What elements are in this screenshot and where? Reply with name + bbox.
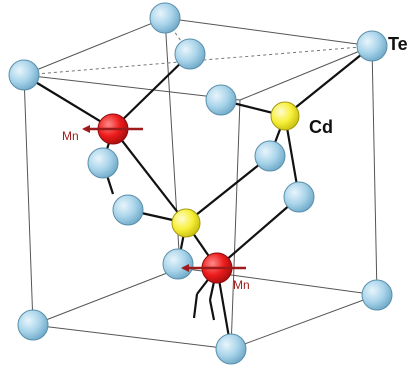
unit-cell-edges bbox=[23, 17, 378, 350]
te-atom bbox=[8, 59, 40, 91]
bond bbox=[208, 299, 216, 321]
bond bbox=[112, 53, 191, 130]
te-atom bbox=[254, 140, 286, 172]
bond bbox=[284, 45, 373, 117]
cell-edge bbox=[23, 74, 241, 101]
te-atom bbox=[283, 181, 315, 213]
cell-edge bbox=[23, 74, 34, 326]
cell-edge bbox=[32, 267, 181, 326]
cd-label: Cd bbox=[309, 117, 333, 137]
bond bbox=[216, 196, 300, 269]
cd-atoms bbox=[171, 101, 300, 238]
mn-label-right: Mn bbox=[233, 278, 250, 292]
te-atom bbox=[174, 38, 206, 70]
cd-atom bbox=[270, 101, 300, 131]
bonds bbox=[23, 45, 373, 350]
te-atom bbox=[205, 84, 237, 116]
te-atom bbox=[361, 279, 393, 311]
cell-edge bbox=[164, 17, 373, 47]
cell-edge bbox=[23, 17, 166, 76]
te-atom bbox=[87, 147, 119, 179]
mn-label-left: Mn bbox=[62, 129, 79, 143]
te-atom bbox=[356, 30, 388, 62]
bond bbox=[185, 155, 271, 224]
bond bbox=[192, 293, 199, 319]
cell-edge bbox=[230, 294, 378, 350]
cell-edge bbox=[371, 45, 378, 296]
bond bbox=[112, 128, 187, 224]
te-atom bbox=[162, 248, 194, 280]
spin-arrows bbox=[82, 125, 246, 272]
bond bbox=[23, 74, 114, 130]
cell-edge bbox=[239, 45, 373, 101]
te-atom bbox=[149, 2, 181, 34]
cd-atom bbox=[171, 208, 201, 238]
te-atom bbox=[215, 333, 247, 365]
te-label: Te bbox=[388, 34, 408, 54]
cell-edge bbox=[230, 99, 241, 350]
te-atoms bbox=[8, 2, 393, 365]
te-atom bbox=[112, 194, 144, 226]
cell-edge bbox=[32, 324, 232, 350]
te-atom bbox=[17, 309, 49, 341]
